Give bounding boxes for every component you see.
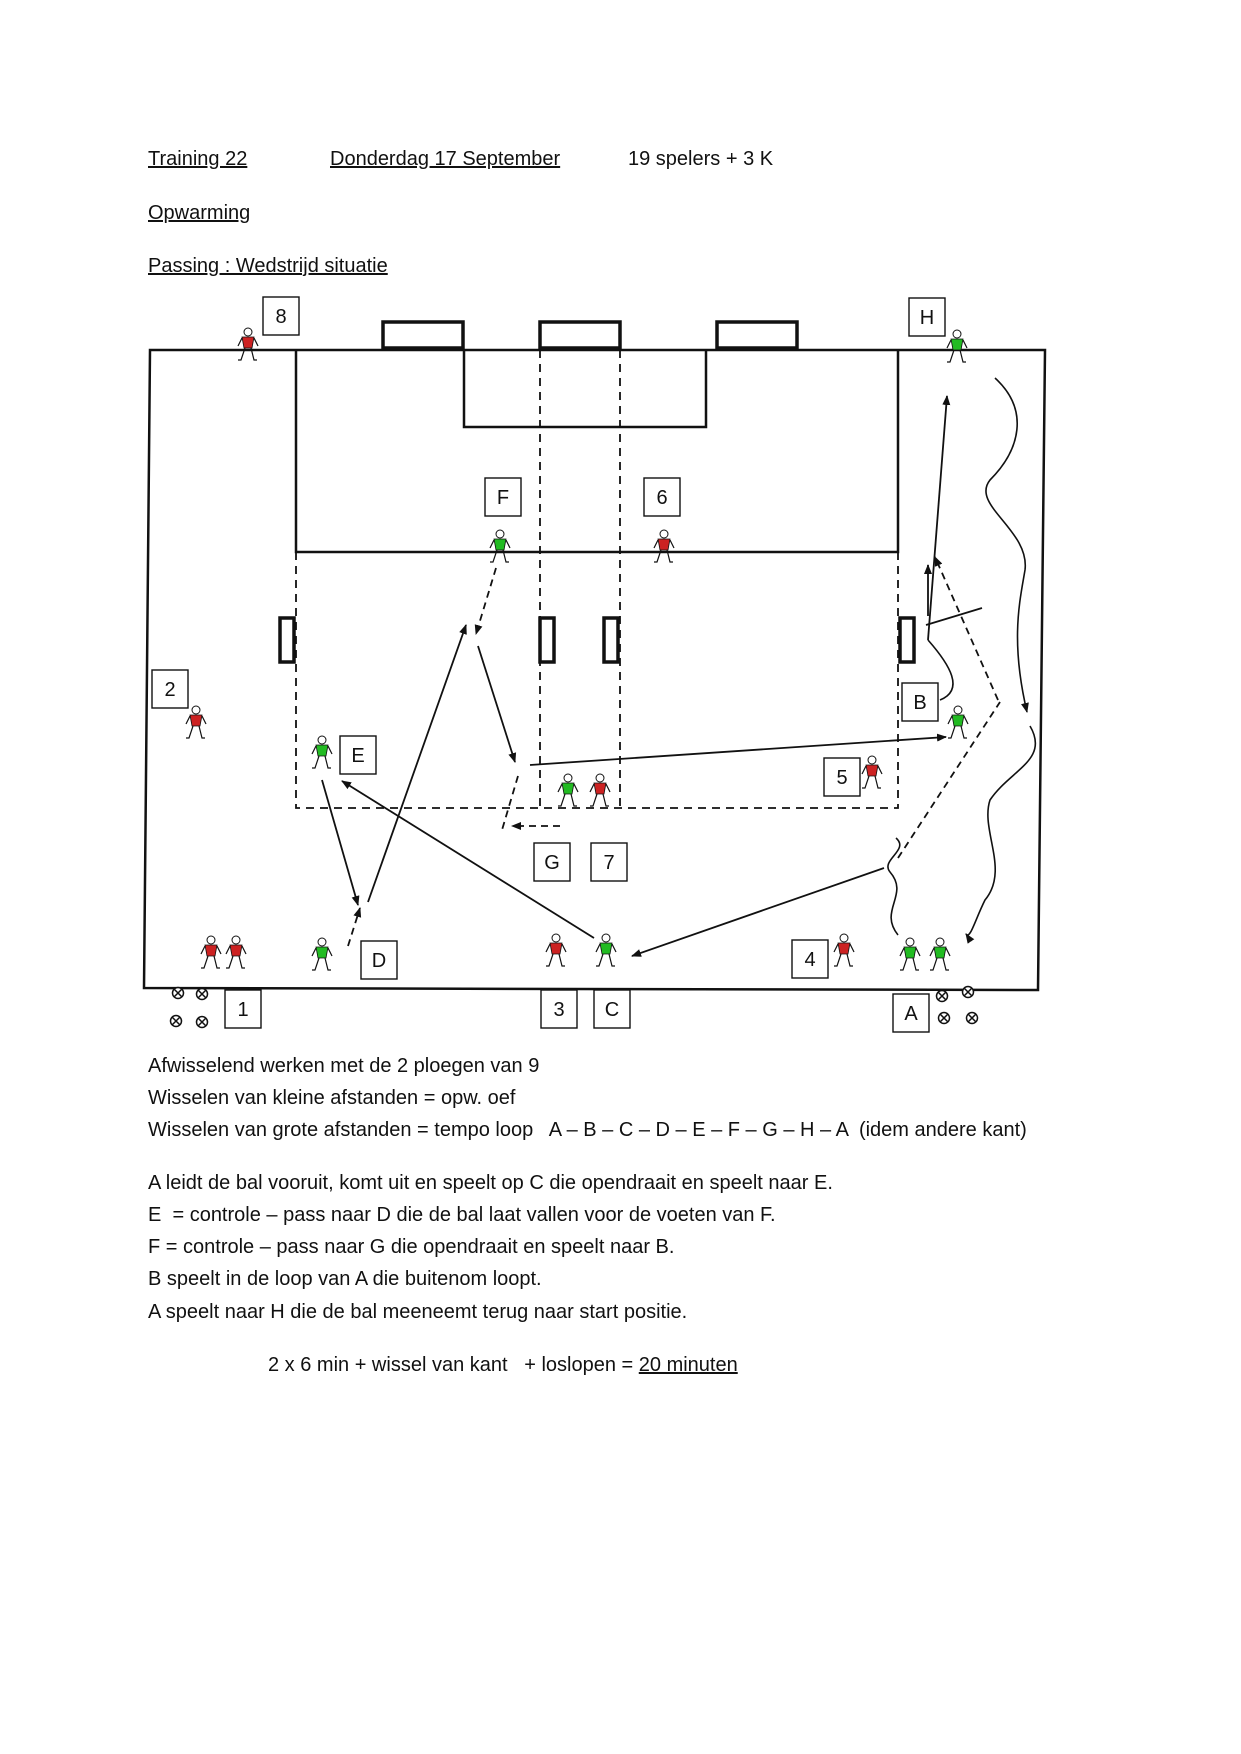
instruction-4: B speelt in de loop van A die buitenom l…: [148, 1268, 542, 1290]
label-D: D: [372, 950, 386, 972]
label-E: E: [351, 745, 364, 767]
dashed-arrows: [347, 556, 1001, 947]
note-2: Wisselen van kleine afstanden = opw. oef: [148, 1087, 516, 1109]
instruction-3: F = controle – pass naar G die opendraai…: [148, 1236, 675, 1258]
instruction-2: E = controle – pass naar D die de bal la…: [148, 1204, 776, 1226]
time-summary: 2 x 6 min + wissel van kant + loslopen =…: [268, 1354, 738, 1377]
label-C: C: [605, 999, 619, 1021]
goals: [381, 320, 799, 350]
training-diagram: 8 H F 6 2 E B 5 G 7 D 4 1 3 C A: [142, 296, 1047, 1033]
note-3: Wisselen van grote afstanden = tempo loo…: [148, 1119, 1027, 1141]
exercise-title: Passing : Wedstrijd situatie: [148, 255, 388, 277]
label-A: A: [904, 1003, 918, 1025]
arrows: [321, 395, 983, 957]
label-2: 2: [164, 679, 175, 701]
training-number: Training 22: [148, 148, 248, 170]
position-labels: [151, 296, 946, 1033]
label-H: H: [920, 307, 934, 329]
label-4: 4: [804, 949, 815, 971]
dribble-lines: [887, 377, 1037, 944]
label-1: 1: [237, 999, 248, 1021]
time-total: 20 minuten: [638, 1354, 738, 1376]
training-date: Donderdag 17 September: [330, 148, 561, 170]
time-summary-text: 2 x 6 min + wissel van kant + loslopen =: [268, 1354, 639, 1376]
player-count: 19 spelers + 3 K: [628, 148, 774, 170]
label-6: 6: [656, 487, 667, 509]
pitch-lines: [142, 348, 1047, 992]
label-B: B: [913, 692, 926, 714]
note-1: Afwisselend werken met de 2 ploegen van …: [148, 1055, 540, 1077]
label-7: 7: [603, 852, 614, 874]
side-goals: [278, 616, 916, 664]
dashed-zones: [295, 350, 899, 809]
section-title: Opwarming: [148, 202, 251, 224]
instruction-5: A speelt naar H die de bal meeneemt teru…: [148, 1301, 688, 1323]
instruction-1: A leidt de bal vooruit, komt uit en spee…: [148, 1172, 833, 1194]
label-8: 8: [275, 306, 286, 328]
label-3: 3: [553, 999, 564, 1021]
players: [185, 327, 969, 971]
label-5: 5: [836, 767, 847, 789]
label-F: F: [497, 487, 509, 509]
label-G: G: [544, 852, 560, 874]
